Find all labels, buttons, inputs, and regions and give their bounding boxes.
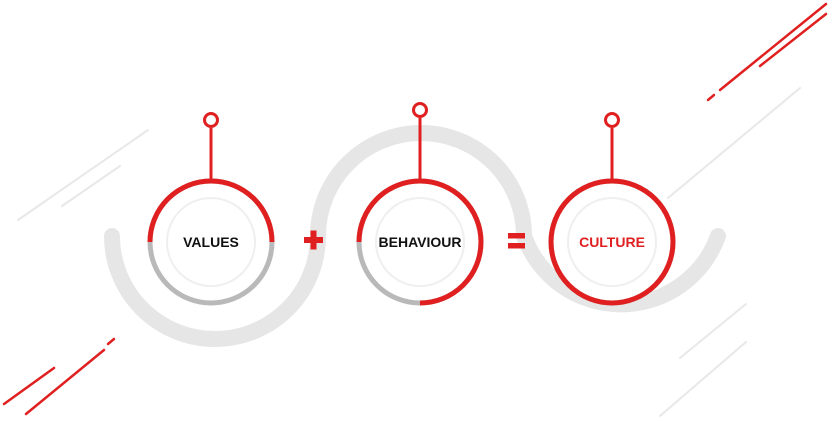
deco-red-line-top-1: [718, 2, 828, 92]
deco-line-left-2: [61, 165, 121, 207]
deco-line-right-1: [667, 87, 801, 199]
deco-line-right-3: [659, 341, 747, 417]
node-behaviour-ring-progress: [356, 178, 484, 306]
node-culture-label: CULTURE: [579, 234, 645, 250]
deco-line-right-2: [679, 303, 747, 359]
deco-red-line-top-3: [758, 12, 828, 68]
node-values: VALUES: [147, 112, 275, 306]
plus-operator-icon: [304, 230, 323, 250]
node-culture-inner-circle: [567, 197, 657, 287]
node-culture-pin-icon: [604, 112, 620, 128]
node-behaviour-pin-icon: [412, 102, 428, 118]
node-culture-ring-progress: [548, 178, 676, 306]
node-values-label: VALUES: [183, 234, 239, 250]
node-behaviour-label: BEHAVIOUR: [379, 234, 462, 250]
node-culture: CULTURE: [548, 112, 676, 306]
node-behaviour-inner-circle: [375, 197, 465, 287]
node-values-inner-circle: [166, 197, 256, 287]
deco-red-line-bottom-1: [2, 366, 56, 406]
decorative-lines-light: [17, 87, 801, 417]
deco-red-line-bottom-2: [24, 348, 106, 416]
node-values-pin-icon: [203, 112, 219, 128]
decorative-lines-red: [2, 2, 828, 416]
node-behaviour: BEHAVIOUR: [356, 102, 484, 306]
deco-red-line-bottom-3: [106, 337, 116, 346]
deco-red-line-top-2: [706, 93, 716, 102]
equals-operator-icon: [508, 233, 525, 249]
deco-line-left-1: [17, 129, 149, 221]
node-values-ring-progress: [147, 178, 275, 243]
